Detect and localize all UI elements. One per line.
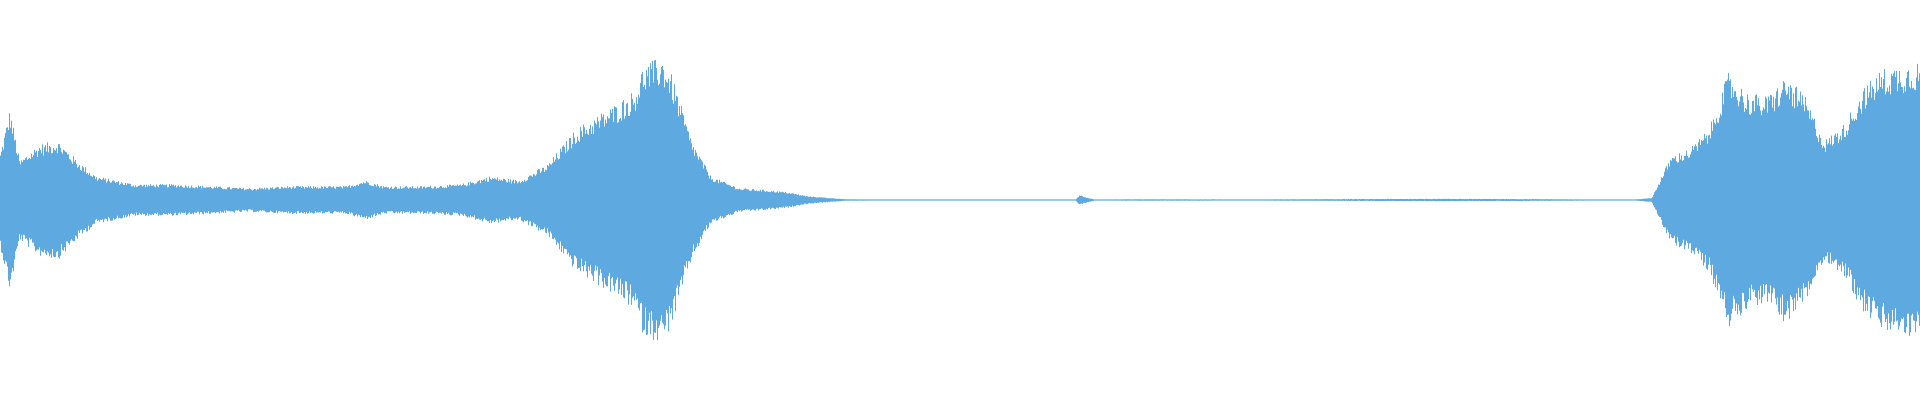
waveform-path	[0, 59, 1920, 341]
